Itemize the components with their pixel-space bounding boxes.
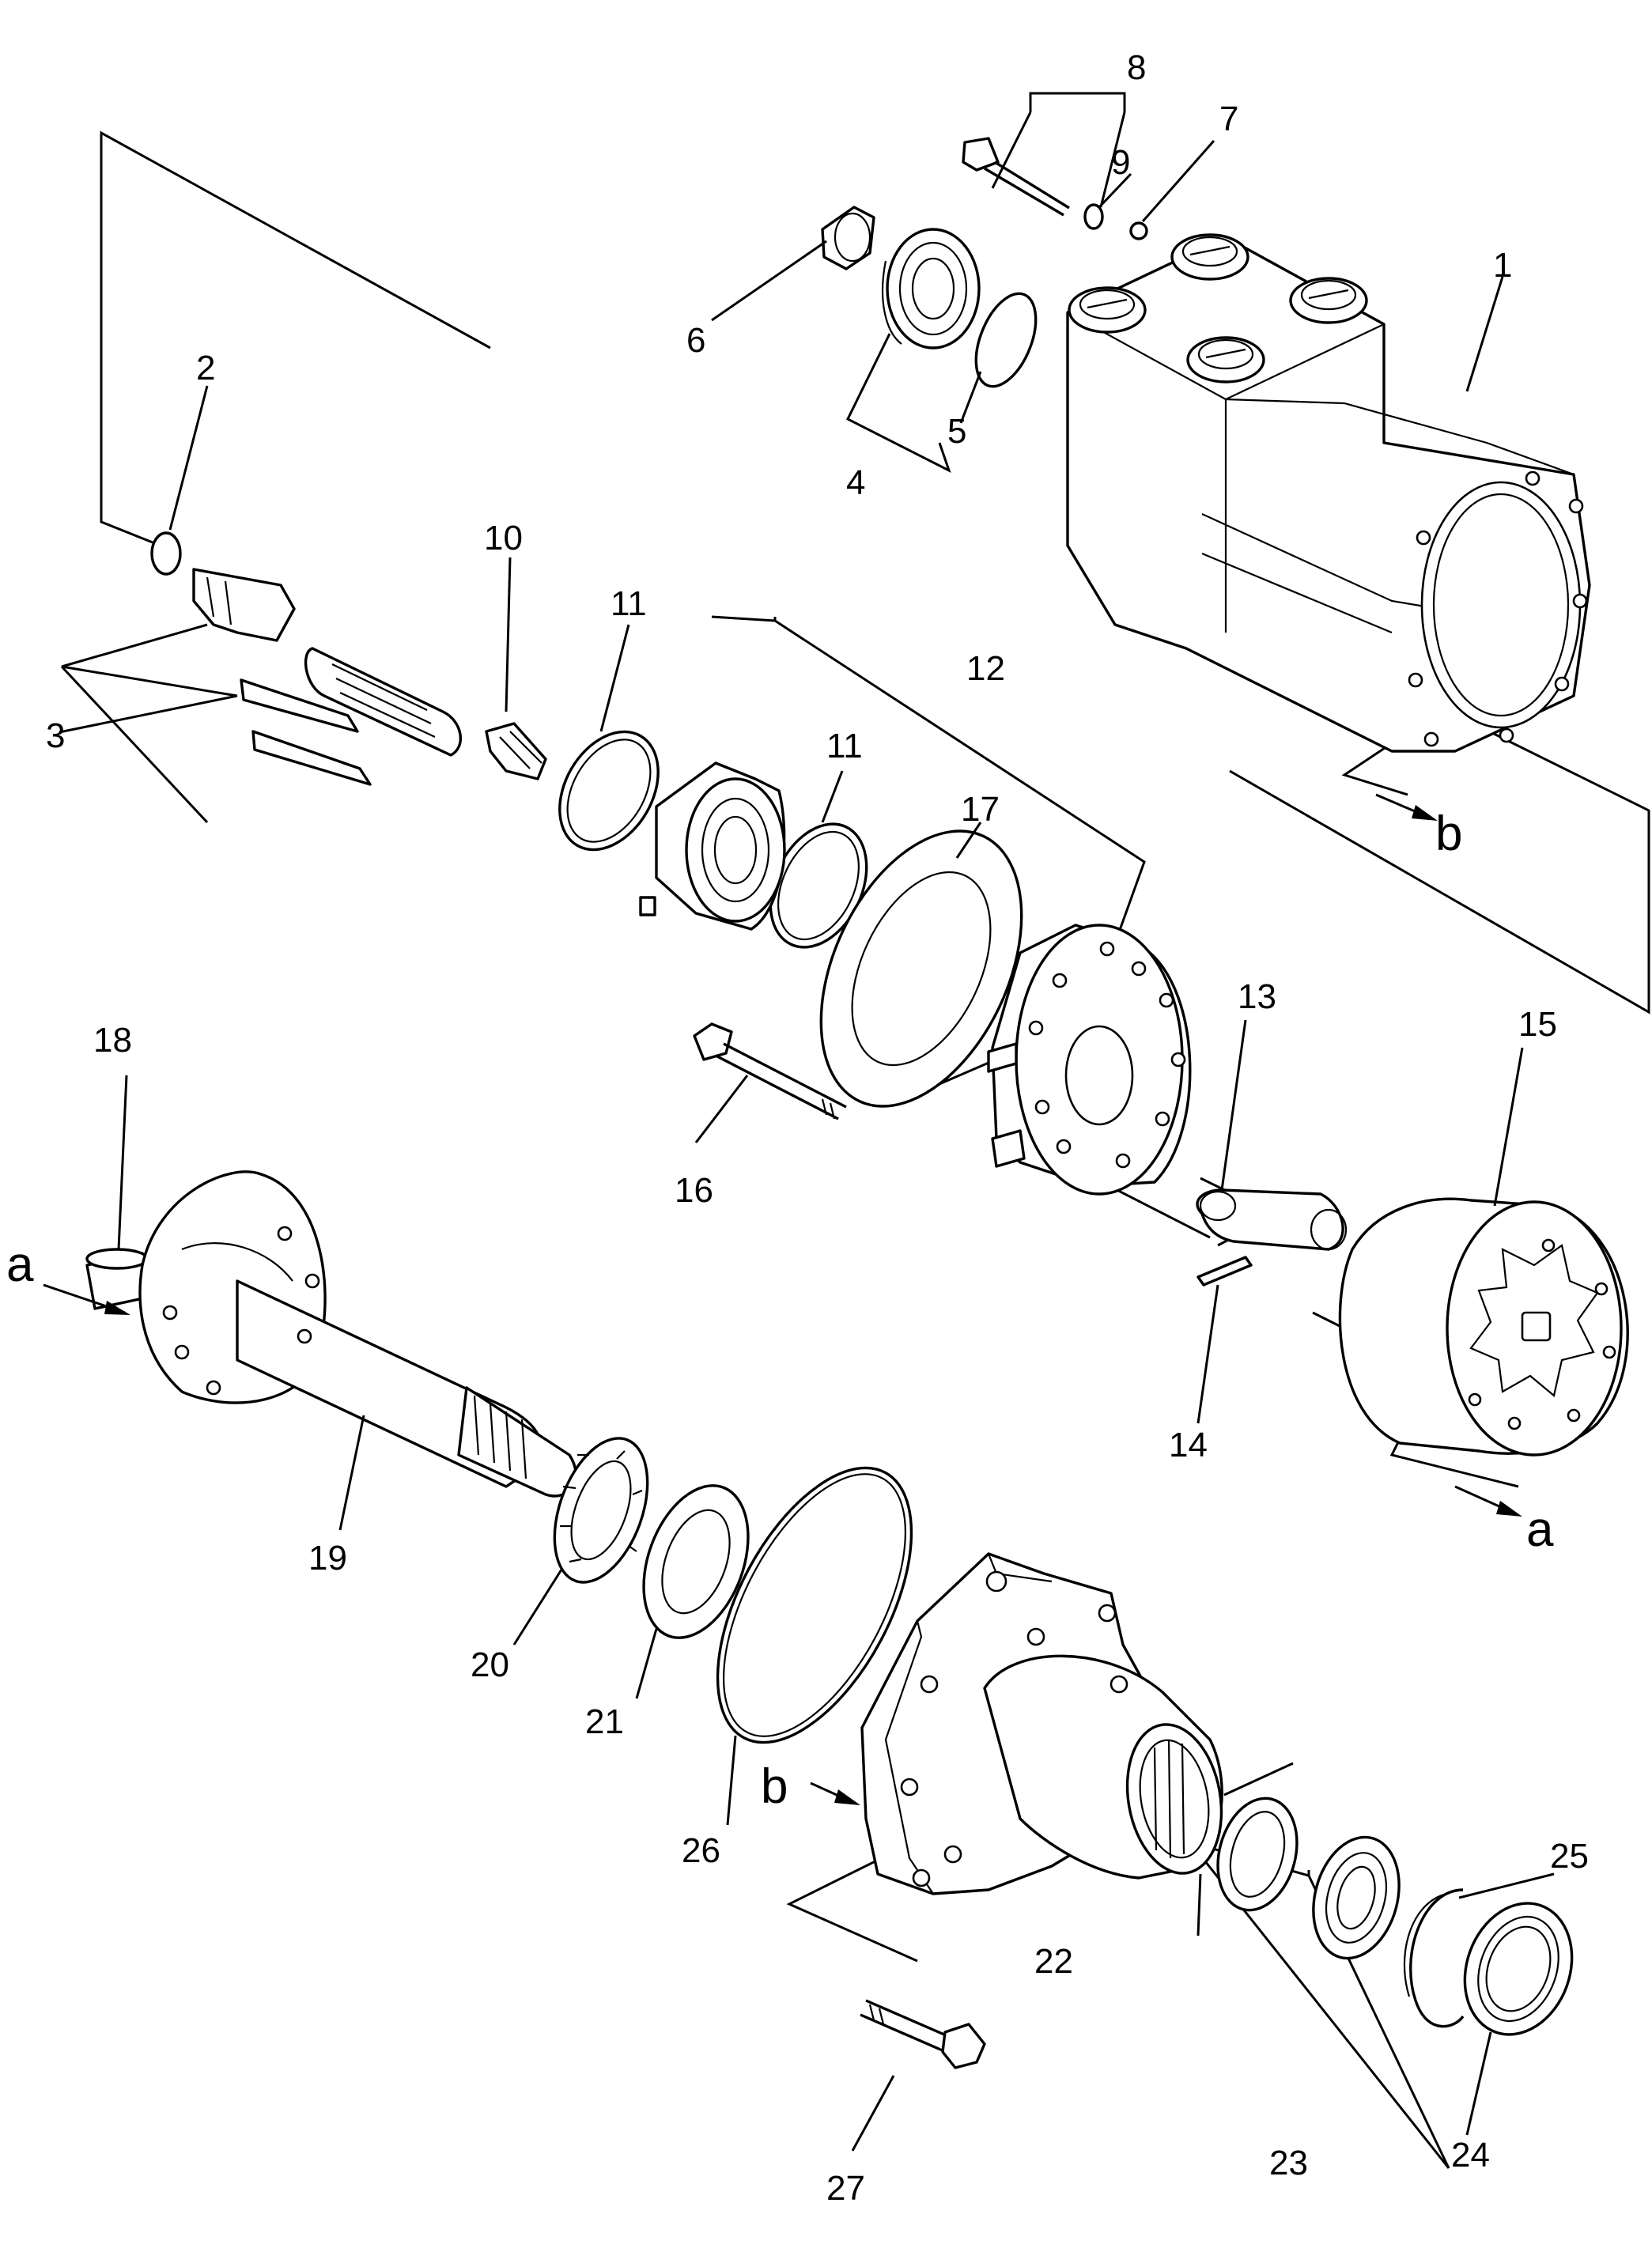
part-o-ring-5 [974, 292, 1038, 388]
bracket-lines [59, 92, 1650, 2169]
part-seals-23 [1216, 1797, 1401, 1960]
part-check-plug [962, 137, 1070, 217]
part-end-cap-22 [860, 1552, 1223, 1895]
marker-a-left: a [6, 1237, 34, 1292]
callout-2: 2 [196, 349, 215, 387]
callout-11b: 11 [826, 727, 863, 765]
plate-holes [1028, 941, 1186, 1169]
part-nut-6 [821, 206, 875, 270]
part-cap-18 [85, 1248, 152, 1310]
callout-10: 10 [484, 519, 523, 557]
part-gerotor-15 [1338, 1197, 1629, 1457]
marker-b-lower: b [761, 1759, 788, 1814]
marker-a-right: a [1526, 1502, 1554, 1557]
callout-23: 23 [1269, 2144, 1308, 2182]
part-spacer-12a [639, 761, 786, 931]
callout-13: 13 [1238, 977, 1276, 1016]
callout-27: 27 [826, 2169, 865, 2208]
callout-1: 1 [1493, 246, 1512, 285]
callout-24: 24 [1451, 2136, 1490, 2174]
part-plate-12b [987, 924, 1192, 1196]
part-washer-21 [642, 1484, 750, 1639]
part-pin-14 [1196, 1256, 1253, 1287]
callout-11a: 11 [611, 584, 647, 623]
marker-b-upper: b [1435, 807, 1462, 861]
flow-marker-letters: a a b b [6, 807, 1554, 1814]
callout-22: 22 [1034, 1942, 1073, 1981]
callout-18: 18 [93, 1021, 132, 1060]
part-o-ring-26 [716, 1466, 913, 1744]
callout-16: 16 [675, 1171, 713, 1210]
part-o-ring-9 [1083, 203, 1104, 230]
part-housing [1066, 233, 1591, 753]
callout-14: 14 [1169, 1426, 1208, 1464]
callout-26: 26 [682, 1831, 720, 1870]
part-drive-13 [1196, 1188, 1348, 1251]
callout-19: 19 [308, 1539, 347, 1577]
part-spool-sleeve-3 [192, 568, 463, 786]
part-spring-10 [485, 722, 547, 780]
part-plate-17 [819, 829, 1023, 1108]
callout-6: 6 [686, 321, 705, 360]
part-valve-seat-4 [881, 228, 981, 349]
callout-21: 21 [585, 1702, 624, 1741]
callout-numbers: 1 2 3 4 5 6 7 8 9 10 11 11 12 13 14 15 1… [46, 48, 1589, 2208]
part-bolt-16 [693, 1022, 847, 1120]
callout-12: 12 [966, 649, 1005, 688]
housing-flange-holes [1408, 470, 1588, 747]
part-o-ring-2 [150, 531, 182, 576]
callout-20: 20 [471, 1645, 509, 1684]
housing-port-plugs [1068, 233, 1368, 384]
callout-7: 7 [1219, 100, 1238, 138]
callout-17: 17 [961, 790, 1000, 829]
part-o-ring-11a [558, 730, 660, 852]
flow-arrows [43, 793, 1522, 1805]
callout-25: 25 [1550, 1837, 1589, 1876]
part-dust-seal-24 [1463, 1902, 1574, 2036]
callout-4: 4 [846, 463, 865, 502]
callout-15: 15 [1518, 1005, 1557, 1044]
part-shaft-19 [138, 1170, 577, 1498]
callout-5: 5 [947, 412, 966, 451]
part-bolt-27 [860, 1999, 986, 2069]
callout-leaders [117, 140, 1555, 2152]
callout-8: 8 [1127, 48, 1146, 87]
part-snap-ring-25 [1409, 1888, 1465, 2028]
callout-9: 9 [1111, 143, 1130, 182]
callout-3: 3 [46, 716, 65, 755]
part-bearing-20 [553, 1437, 649, 1584]
part-ball-7 [1129, 221, 1148, 240]
